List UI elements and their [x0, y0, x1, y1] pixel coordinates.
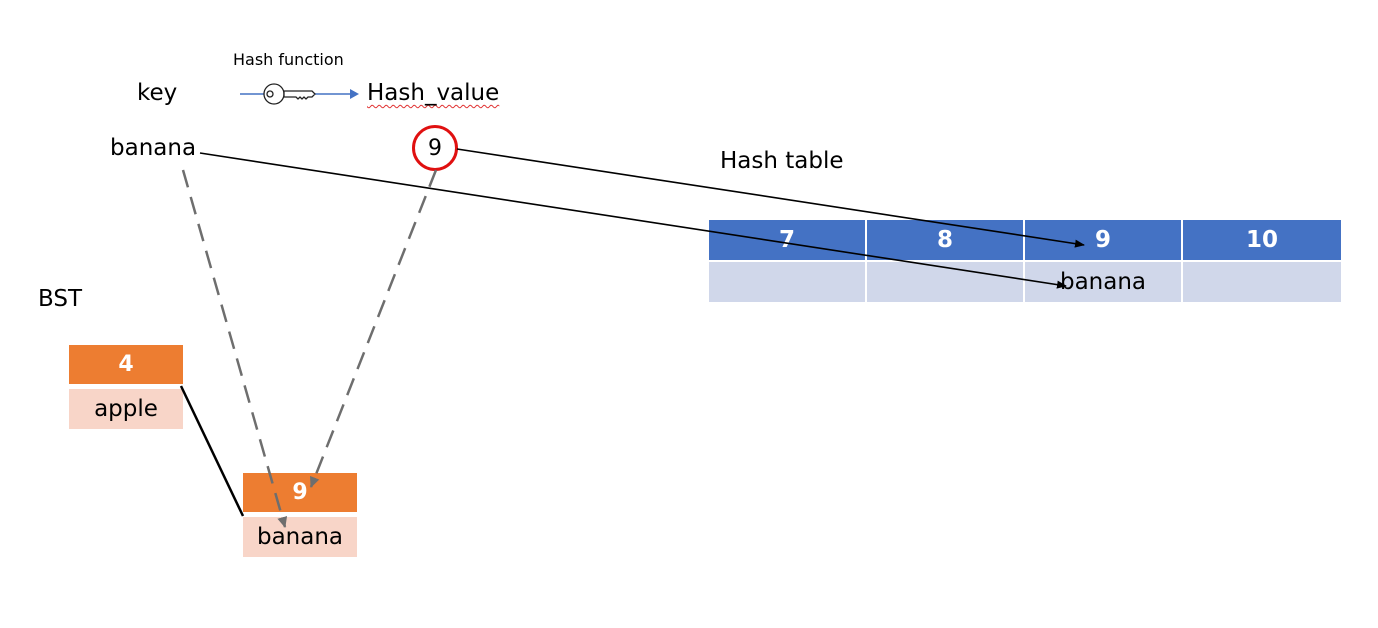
hash-table-index-9: 9 — [1025, 220, 1181, 260]
hash-table-slot-9: banana — [1025, 262, 1181, 302]
hash-table-slot-7 — [709, 262, 865, 302]
hash-function-arrow — [240, 83, 359, 105]
bst-node-value: apple — [69, 389, 183, 429]
key-icon — [263, 83, 316, 105]
key-label: key — [137, 80, 178, 106]
bst-node-key: 4 — [69, 345, 183, 384]
bst-node-banana: 9 banana — [243, 473, 357, 557]
hash-table-index-8: 8 — [867, 220, 1023, 260]
hash-table-index-10: 10 — [1183, 220, 1341, 260]
bst-node-key: 9 — [243, 473, 357, 512]
bst-edge — [179, 385, 245, 517]
hash-table-slot-8 — [867, 262, 1023, 302]
hash-table-index-7: 7 — [709, 220, 865, 260]
example-key: banana — [110, 135, 197, 161]
hash-table-slot-10 — [1183, 262, 1341, 302]
bst-title: BST — [38, 286, 83, 312]
hash-value-circle: 9 — [412, 125, 458, 171]
hash-value-label: Hash_value — [367, 80, 500, 106]
hash-to-bst-dashed-arrow — [309, 169, 438, 488]
bst-node-apple: 4 apple — [69, 345, 183, 429]
bst-node-value: banana — [243, 517, 357, 557]
hash-table-title: Hash table — [720, 148, 844, 174]
hash-function-label: Hash function — [233, 50, 344, 69]
hash-value-number: 9 — [428, 135, 442, 161]
hash-table: 7 8 9 10 banana — [709, 220, 1341, 302]
